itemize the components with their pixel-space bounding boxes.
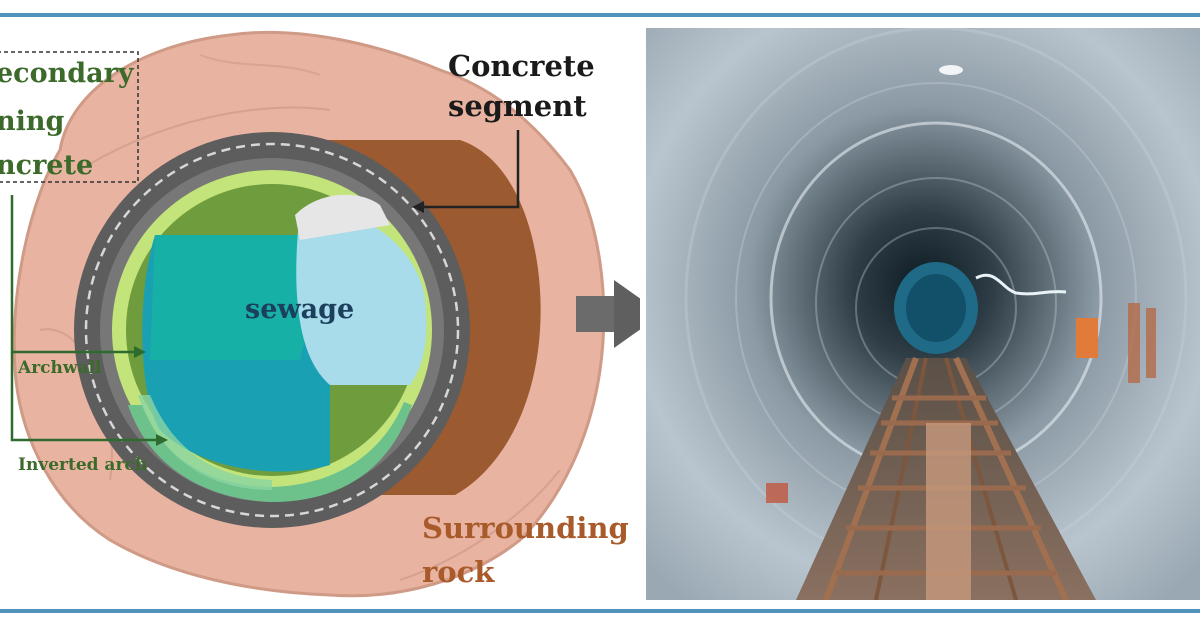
- top-frame-line: [0, 13, 1200, 17]
- secondary-lining-label-box: [0, 51, 139, 183]
- surrounding-rock-label-line2: rock: [422, 555, 495, 589]
- tunnel-cross-section-diagram: econdary ning ncrete Concrete segment se…: [0, 30, 640, 598]
- sewage-label: sewage: [245, 294, 354, 325]
- surrounding-rock-label-line1: Surrounding: [422, 511, 629, 545]
- secondary-lining-label-line2: ning: [0, 106, 65, 137]
- concrete-segment-label-line2: segment: [448, 89, 587, 123]
- inverted-arch-leader: [10, 352, 160, 442]
- secondary-lining-label-line3: ncrete: [0, 150, 93, 181]
- concrete-segment-leader: [420, 130, 520, 209]
- inverted-arch-label: Inverted arch: [18, 455, 147, 475]
- tunnel-photo: [646, 28, 1200, 600]
- bottom-frame-line: [0, 609, 1200, 613]
- secondary-lining-label-line1: econdary: [0, 58, 135, 89]
- archwall-label: Archwall: [17, 358, 102, 378]
- transition-arrow-icon: [576, 280, 640, 348]
- inverted-arch-shape: [128, 402, 412, 502]
- concrete-segment-label-line1: Concrete: [448, 49, 595, 83]
- sewage-light-section: [296, 208, 427, 385]
